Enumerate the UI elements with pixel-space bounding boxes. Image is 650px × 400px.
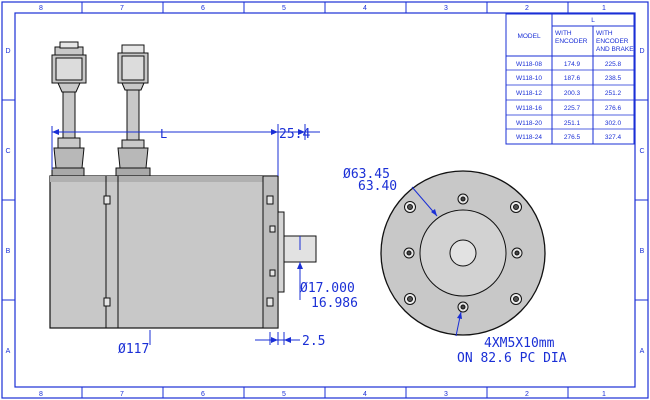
right-zone-label: B [640, 248, 645, 255]
left-zone-label: A [6, 348, 11, 355]
connector-left [51, 41, 87, 177]
top-zone-label: 3 [444, 5, 448, 12]
body-bolt-icons [103, 195, 276, 307]
table-col-brake: WITH [596, 30, 613, 37]
table-cell-enc: 200.3 [564, 90, 581, 97]
right-zone-label: D [639, 48, 644, 55]
left-zone-label: B [6, 248, 11, 255]
bottom-zone-label: 1 [602, 391, 606, 398]
bottom-zone-label: 6 [201, 391, 205, 398]
left-zone-label: C [5, 148, 10, 155]
top-zone-label: 8 [39, 5, 43, 12]
body-diameter-label: Ø117 [118, 342, 149, 357]
mount-hole-icons [403, 193, 523, 313]
table-cell-brake: 276.6 [605, 105, 622, 112]
right-zone-label: A [640, 348, 645, 355]
holes-spec-line2: ON 82.6 PC DIA [457, 351, 567, 366]
table-cell-model: W118-20 [516, 120, 542, 127]
table-cell-model: W118-16 [516, 105, 542, 112]
motor-body [49, 175, 279, 329]
table-cell-brake: 302.0 [605, 120, 622, 127]
front-arrowheads [431, 209, 462, 319]
bottom-zone-label: 5 [282, 391, 286, 398]
pilot-diameter-max: Ø63.45 [343, 167, 390, 182]
dimension-table: L MODEL WITH ENCODER WITH ENCODER AND BR… [505, 13, 635, 145]
flange-offset-label: 25.4 [279, 127, 310, 142]
shaft-diameter-max: Ø17.000 [300, 281, 355, 296]
table-cell-enc: 174.9 [564, 61, 581, 68]
table-cell-brake: 238.5 [605, 75, 622, 82]
side-dimension-lines [51, 124, 320, 345]
table-cell-brake: 225.8 [605, 61, 622, 68]
top-zone-label: 1 [602, 5, 606, 12]
top-zone-label: 6 [201, 5, 205, 12]
length-label: L [160, 127, 167, 141]
table-cell-enc: 276.5 [564, 134, 581, 141]
table-cell-model: W118-24 [516, 134, 542, 141]
bolt-hole-icons [404, 201, 522, 305]
table-cell-model: W118-08 [516, 61, 542, 68]
pilot-diameter-min: 63.40 [358, 179, 397, 194]
bottom-zone-label: 8 [39, 391, 43, 398]
top-zone-label: 7 [120, 5, 124, 12]
top-zone-label: 2 [525, 5, 529, 12]
pilot [277, 211, 285, 293]
bottom-zone-label: 3 [444, 391, 448, 398]
motor-front-view [380, 170, 546, 336]
table-col-brake: ENCODER [596, 38, 629, 45]
left-zone-label: D [5, 48, 10, 55]
bottom-zone-label: 7 [120, 391, 124, 398]
table-cell-model: W118-12 [516, 90, 542, 97]
table-cell-enc: 251.1 [564, 120, 581, 127]
table-col-encoder: WITH [555, 30, 572, 37]
table-col-brake: AND BRAKE [596, 46, 634, 53]
motor-side-view [49, 41, 317, 329]
shaft-end [449, 239, 477, 267]
top-zone-label: 4 [363, 5, 367, 12]
table-cell-enc: 225.7 [564, 105, 581, 112]
bottom-zone-label: 4 [363, 391, 367, 398]
table-cell-brake: 327.4 [605, 134, 622, 141]
table-group-header: L [591, 17, 595, 24]
side-arrowheads [52, 129, 305, 343]
shaft-diameter-min: 16.986 [311, 296, 358, 311]
pilot-length-label: 2.5 [302, 334, 325, 349]
right-zone-label: C [639, 148, 644, 155]
top-zone-label: 5 [282, 5, 286, 12]
table-col-model: MODEL [517, 33, 541, 40]
bottom-zone-label: 2 [525, 391, 529, 398]
table-cell-model: W118-10 [516, 75, 542, 82]
table-col-encoder: ENCODER [555, 38, 588, 45]
table-cell-enc: 187.6 [564, 75, 581, 82]
table-cell-brake: 251.2 [605, 90, 622, 97]
connector-right [115, 44, 151, 177]
holes-spec-line1: 4XM5X10mm [484, 336, 555, 351]
